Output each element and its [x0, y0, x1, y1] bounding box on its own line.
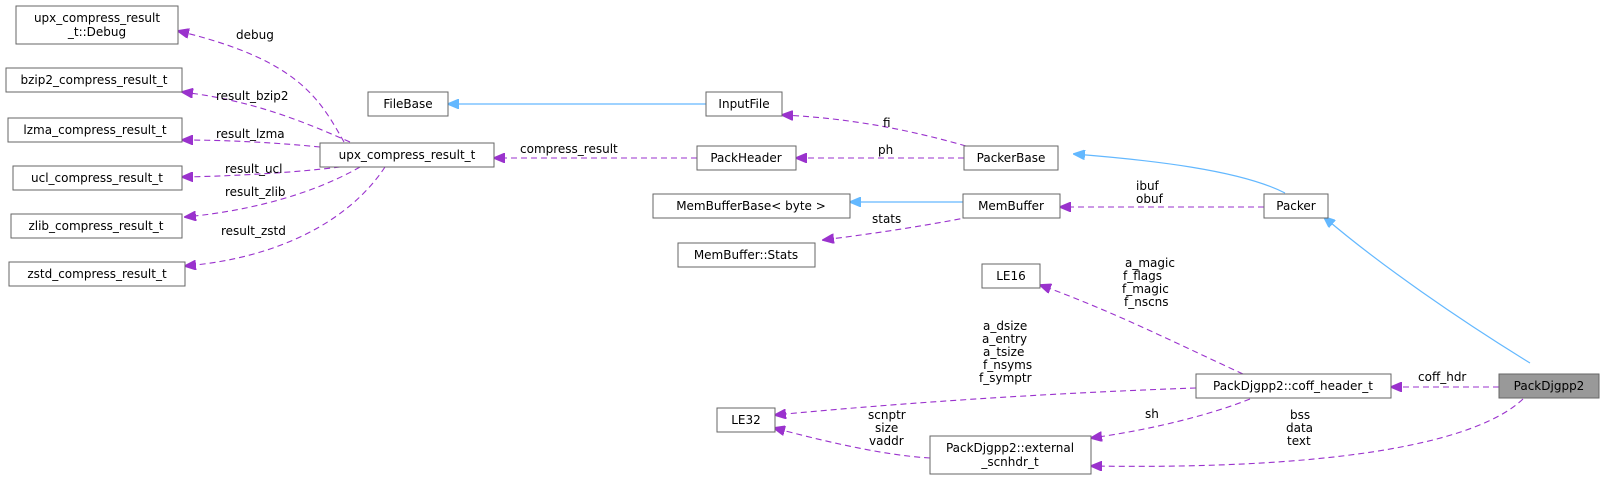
- edge-packdjgpp2-external: [1091, 398, 1524, 466]
- edge-labels: debug result_bzip2 result_lzma result_uc…: [216, 28, 1466, 448]
- svg-text:ucl_compress_result_t: ucl_compress_result_t: [31, 171, 163, 185]
- edge-membuffer-stats: [823, 214, 981, 240]
- node-packheader[interactable]: PackHeader: [696, 145, 797, 171]
- edge-label-external-fields: scnptr size vaddr: [868, 408, 910, 448]
- edge-coffhdr-external: [1091, 398, 1251, 438]
- svg-text:lzma_compress_result_t: lzma_compress_result_t: [23, 123, 166, 137]
- edge-label-zlib: result_zlib: [225, 185, 286, 199]
- edge-upx-ucl: [182, 166, 341, 177]
- node-zstd-compress-result[interactable]: zstd_compress_result_t: [8, 261, 186, 287]
- edges: [178, 31, 1531, 466]
- svg-text:PackDjgpp2::external_scnhdr_t: PackDjgpp2::external_scnhdr_t: [946, 441, 1074, 469]
- edge-label-debug: debug: [236, 28, 274, 42]
- edge-packerbase-inputfile: [782, 115, 967, 147]
- edge-coffhdr-le32: [775, 387, 1197, 415]
- edge-label-ibuf-obuf: ibuf obuf: [1136, 179, 1164, 206]
- svg-text:bzip2_compress_result_t: bzip2_compress_result_t: [21, 73, 168, 87]
- edge-label-bzip2: result_bzip2: [216, 89, 288, 103]
- node-filebase[interactable]: FileBase: [367, 91, 449, 117]
- edge-label-zstd: result_zstd: [221, 224, 286, 238]
- node-ucl-compress-result[interactable]: ucl_compress_result_t: [12, 165, 183, 191]
- node-packerbase[interactable]: PackerBase: [963, 145, 1059, 171]
- edge-upx-bzip2: [182, 92, 351, 143]
- svg-text:upx_compress_result_t::Debug: upx_compress_result_t::Debug: [34, 11, 160, 39]
- edge-label-sh: sh: [1145, 407, 1159, 421]
- edge-coffhdr-le16: [1040, 285, 1244, 375]
- node-membuffer-stats[interactable]: MemBuffer::Stats: [677, 242, 816, 268]
- node-external-scnhdr[interactable]: PackDjgpp2::external_scnhdr_t: [929, 435, 1092, 475]
- edge-packdjgpp2-packer: [1324, 217, 1531, 364]
- edge-label-le16-fields: a_magic f_flags f_magic f_nscns: [1122, 256, 1179, 309]
- svg-text:MemBuffer::Stats: MemBuffer::Stats: [694, 248, 798, 262]
- node-lzma-compress-result[interactable]: lzma_compress_result_t: [7, 117, 183, 143]
- svg-text:Packer: Packer: [1276, 199, 1316, 213]
- svg-text:MemBuffer: MemBuffer: [978, 199, 1044, 213]
- node-upx-compress-result-debug[interactable]: upx_compress_result_t::Debug: [15, 5, 179, 45]
- edge-upx-zlib: [185, 166, 361, 217]
- svg-text:MemBufferBase< byte >: MemBufferBase< byte >: [676, 199, 826, 213]
- node-zlib-compress-result[interactable]: zlib_compress_result_t: [10, 213, 183, 239]
- edge-label-ucl: result_ucl: [225, 162, 283, 176]
- edge-external-le32: [774, 428, 931, 459]
- edge-label-fi: fi: [883, 116, 891, 130]
- svg-text:upx_compress_result_t: upx_compress_result_t: [339, 148, 476, 162]
- edge-upx-lzma: [182, 140, 321, 148]
- svg-text:InputFile: InputFile: [718, 97, 769, 111]
- edge-label-le32-fields: a_dsize a_entry a_tsize f_nsyms f_symptr: [979, 319, 1036, 385]
- edge-label-stats: stats: [872, 212, 901, 226]
- node-upx-compress-result[interactable]: upx_compress_result_t: [319, 142, 495, 168]
- edge-label-coff-hdr: coff_hdr: [1418, 370, 1466, 384]
- svg-text:PackHeader: PackHeader: [710, 151, 781, 165]
- node-bzip2-compress-result[interactable]: bzip2_compress_result_t: [5, 67, 183, 93]
- node-inputfile[interactable]: InputFile: [705, 91, 783, 117]
- svg-text:FileBase: FileBase: [383, 97, 432, 111]
- edge-label-ph: ph: [878, 143, 893, 157]
- node-le32[interactable]: LE32: [716, 407, 776, 433]
- node-membufferbase[interactable]: MemBufferBase< byte >: [652, 193, 851, 219]
- svg-text:LE32: LE32: [731, 413, 761, 427]
- edge-label-lzma: result_lzma: [216, 127, 285, 141]
- node-packer[interactable]: Packer: [1263, 193, 1329, 219]
- edge-packer-packerbase: [1074, 154, 1286, 194]
- edge-label-bss-data-text: bss data text: [1286, 408, 1317, 448]
- node-coff-header[interactable]: PackDjgpp2::coff_header_t: [1195, 373, 1392, 399]
- nodes: upx_compress_result_t::Debug bzip2_compr…: [5, 5, 1600, 475]
- svg-text:zlib_compress_result_t: zlib_compress_result_t: [28, 219, 163, 233]
- node-membuffer[interactable]: MemBuffer: [962, 193, 1061, 219]
- svg-text:zstd_compress_result_t: zstd_compress_result_t: [27, 267, 167, 281]
- node-packdjgpp2[interactable]: PackDjgpp2: [1498, 373, 1600, 399]
- svg-text:PackDjgpp2: PackDjgpp2: [1514, 379, 1585, 393]
- edge-upx-zstd: [185, 166, 386, 266]
- edge-label-compress-result: compress_result: [520, 142, 618, 156]
- edge-upx-debug: [178, 31, 345, 143]
- node-le16[interactable]: LE16: [981, 263, 1041, 289]
- svg-text:PackDjgpp2::coff_header_t: PackDjgpp2::coff_header_t: [1213, 379, 1373, 393]
- svg-text:LE16: LE16: [996, 269, 1026, 283]
- svg-text:PackerBase: PackerBase: [977, 151, 1046, 165]
